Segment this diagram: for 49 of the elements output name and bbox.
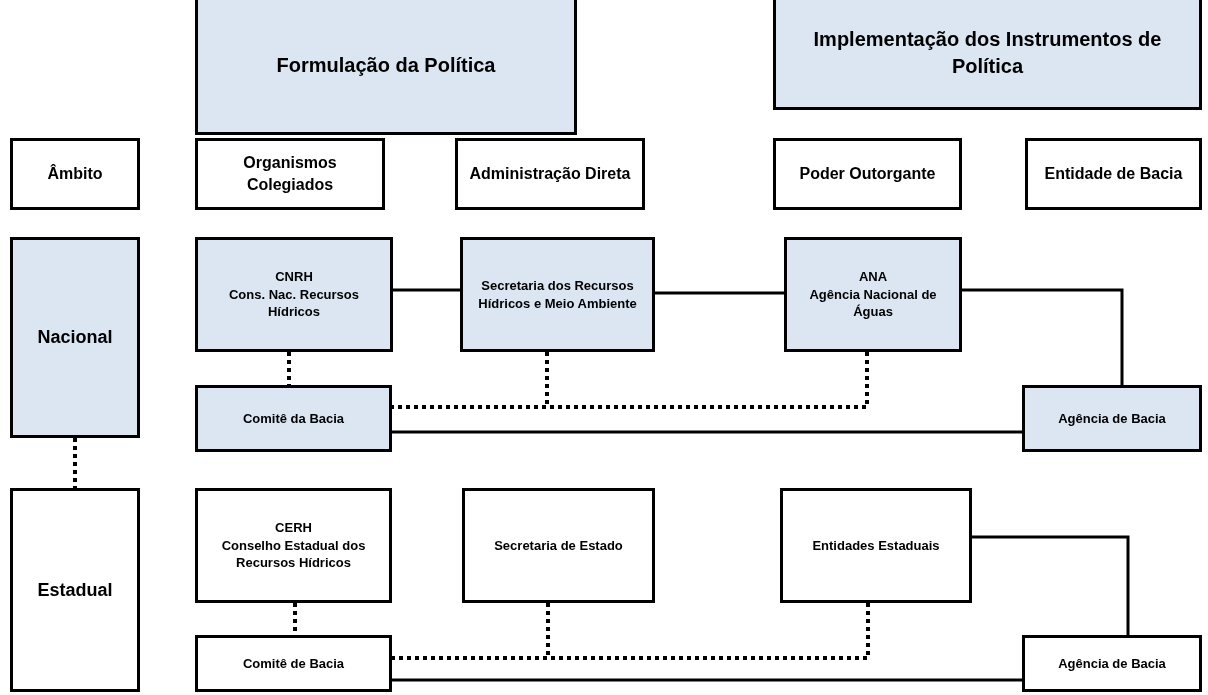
- connector-line: [392, 430, 1022, 434]
- box-label: Cons. Nac. Recursos Hídricos: [227, 285, 360, 321]
- connector-line: [972, 535, 1130, 635]
- box-label: Âmbito: [47, 163, 103, 185]
- box-label: Comitê de Bacia: [242, 654, 345, 673]
- box-label: Estadual: [37, 578, 113, 602]
- connector-line: [393, 288, 460, 292]
- org-box: [462, 488, 655, 603]
- dotted-connector: [73, 438, 77, 488]
- box-label: Agência de Bacia: [1058, 654, 1166, 673]
- org-box: [780, 488, 972, 603]
- org-box: [460, 237, 655, 352]
- dotted-connector: [392, 352, 869, 409]
- box-label: CNRH: [275, 268, 313, 286]
- box-label: Conselho Estadual dos Recursos Hídricos: [220, 536, 367, 572]
- box-label: Formulação da Política: [276, 53, 496, 78]
- org-box: [1022, 385, 1202, 452]
- org-box: [195, 385, 392, 452]
- connector-line: [962, 288, 1124, 385]
- box-label: ANA: [858, 268, 888, 286]
- box-label: Organismos Colegiados: [242, 153, 338, 195]
- box-label: Secretaria dos Recursos Hídricos e Meio Ambiente: [477, 276, 638, 313]
- box-label: Secretaria de Estado: [494, 536, 623, 555]
- org-box: [1025, 138, 1202, 210]
- org-box: [1022, 635, 1202, 692]
- org-box: [784, 237, 962, 352]
- box-label: Agência Nacional de Águas: [808, 285, 938, 321]
- org-box: [195, 0, 577, 135]
- org-box: [195, 237, 393, 352]
- connector-line: [392, 678, 1022, 682]
- org-box: [195, 138, 385, 210]
- box-label: Entidade de Bacia: [1044, 164, 1183, 185]
- org-box: [773, 0, 1202, 110]
- org-box: [195, 488, 392, 603]
- box-label: Poder Outorgante: [799, 164, 936, 185]
- box-label: Implementação dos Instrumentos de Política: [812, 27, 1163, 79]
- org-box: [195, 635, 392, 692]
- box-label: Nacional: [37, 326, 113, 350]
- org-box: [455, 138, 645, 210]
- org-box: [773, 138, 962, 210]
- org-box: [10, 138, 140, 210]
- box-label: Agência de Bacia: [1058, 409, 1166, 428]
- org-box: [10, 488, 140, 692]
- box-label: Entidades Estaduais: [812, 536, 940, 555]
- box-label: Administração Direta: [469, 164, 631, 185]
- box-label: CERH: [275, 519, 312, 537]
- box-label: Comitê da Bacia: [242, 409, 345, 428]
- org-box: [10, 237, 140, 438]
- connector-line: [655, 291, 784, 295]
